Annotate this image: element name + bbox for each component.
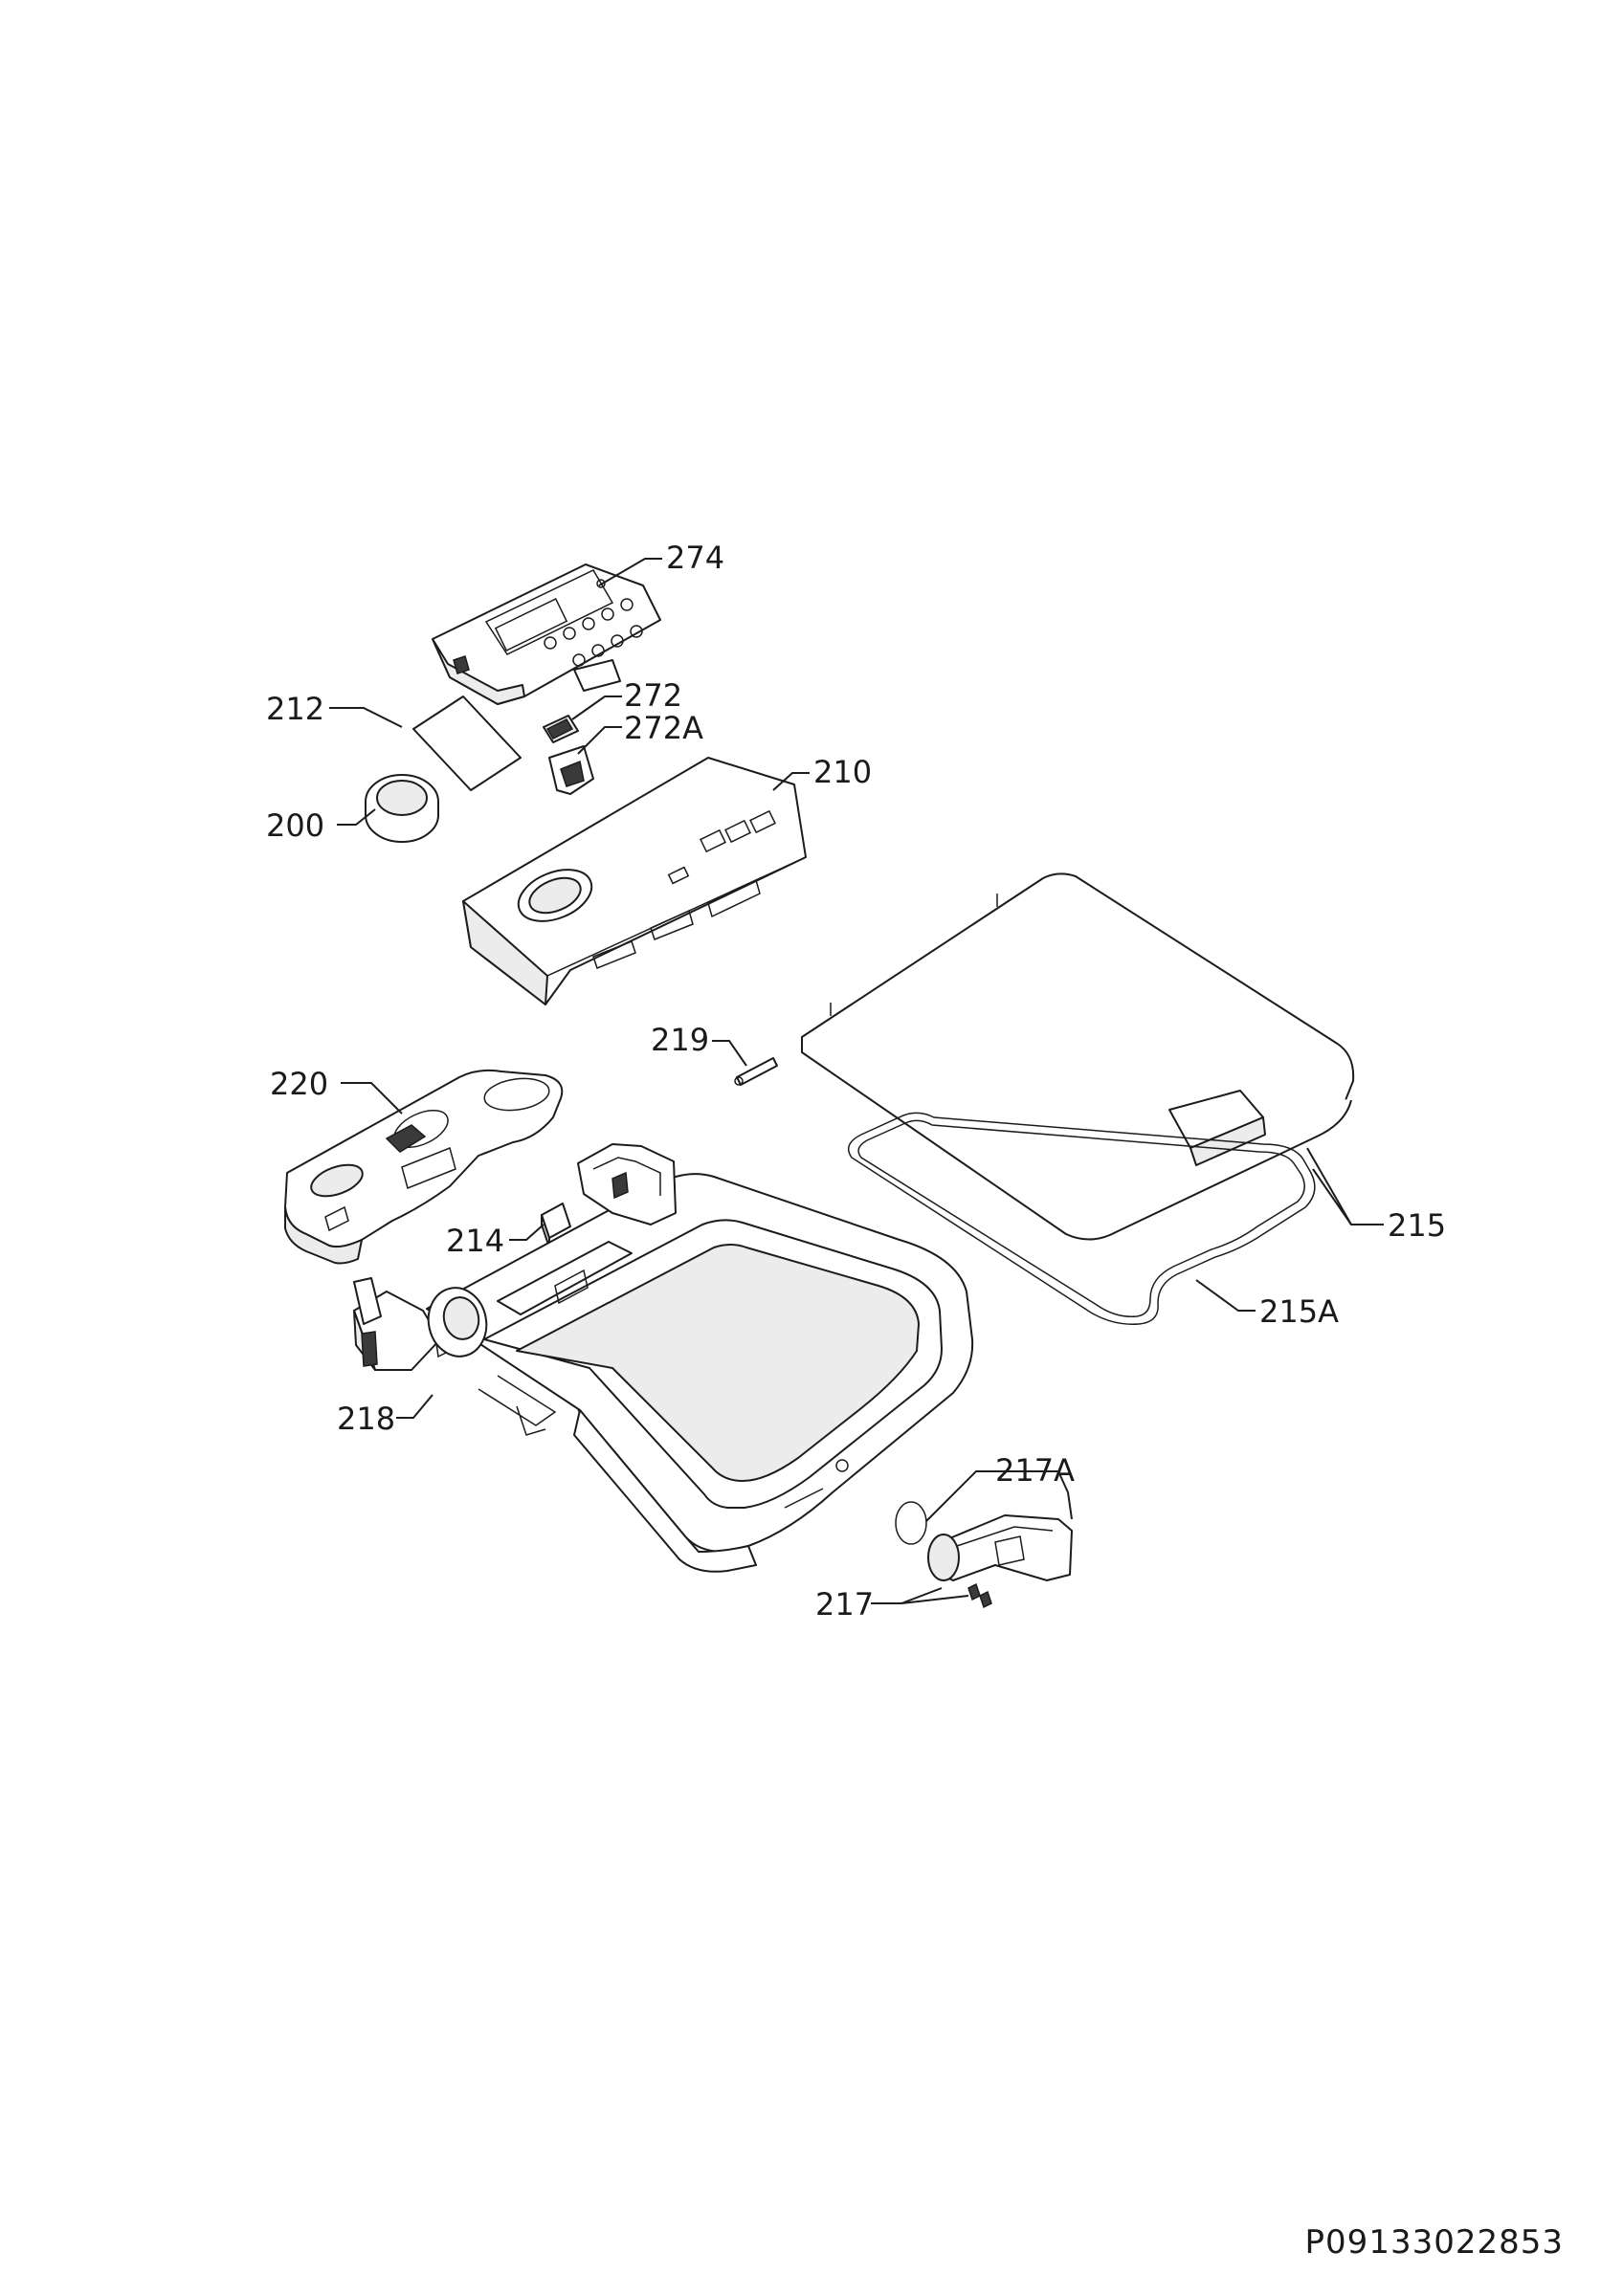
label-219: 219 — [651, 1022, 709, 1058]
label-217a: 217A — [995, 1452, 1075, 1489]
part-219-hinge-pin — [734, 1057, 778, 1086]
part-212-label-sheet — [412, 695, 522, 791]
part-274-control-module — [432, 563, 661, 705]
label-218: 218 — [337, 1401, 395, 1437]
label-220: 220 — [270, 1066, 328, 1102]
part-214-clip — [541, 1203, 571, 1248]
part-main-dispenser-housing — [353, 1143, 974, 1573]
drawing-code: P09133022853 — [1304, 2223, 1564, 2262]
part-272a-button-holder — [548, 745, 594, 795]
part-labels: 274 212 272 272A 210 200 219 220 215 214… — [266, 540, 1446, 1623]
label-212: 212 — [266, 691, 324, 727]
label-200: 200 — [266, 807, 324, 844]
part-217a-o-ring — [895, 1501, 927, 1545]
part-210-control-panel — [462, 757, 807, 1005]
part-200-knob — [365, 774, 439, 843]
part-220-dispenser-insert — [284, 1069, 564, 1265]
label-214: 214 — [446, 1223, 504, 1259]
label-272a: 272A — [624, 710, 703, 746]
label-210: 210 — [813, 754, 872, 790]
leader-lines — [329, 558, 1384, 1604]
label-274: 274 — [666, 540, 724, 576]
part-272-button — [543, 715, 579, 743]
part-217-hinge-bracket — [927, 1514, 1073, 1609]
part-215a-lid-gasket — [847, 1112, 1316, 1325]
label-272: 272 — [624, 677, 682, 714]
label-215a: 215A — [1259, 1293, 1339, 1330]
label-217: 217 — [815, 1586, 874, 1623]
part-215-lid — [801, 872, 1355, 1241]
label-215: 215 — [1388, 1207, 1446, 1244]
